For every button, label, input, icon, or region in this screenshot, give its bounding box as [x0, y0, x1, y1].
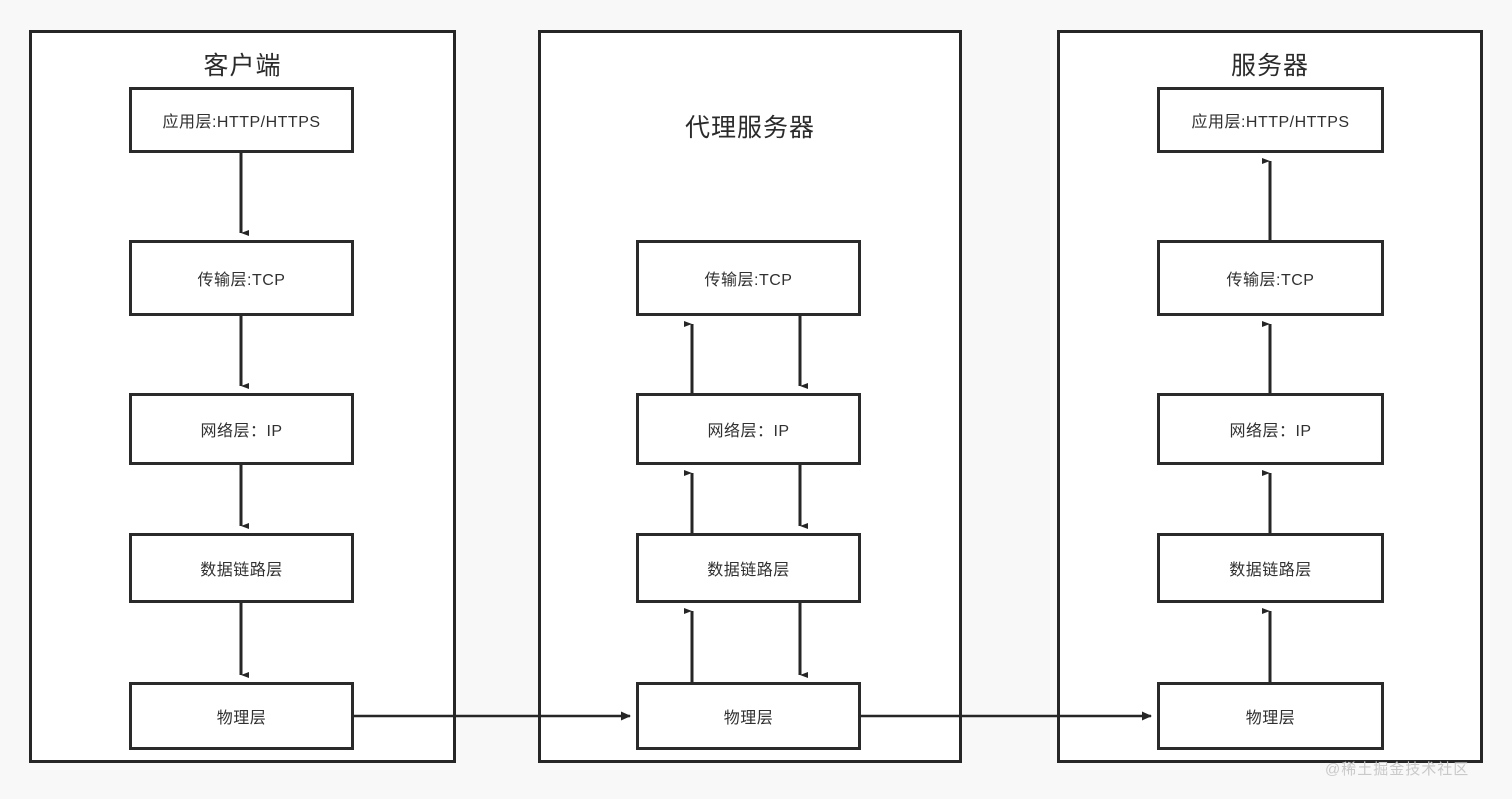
server-layer-application[interactable]: 应用层:HTTP/HTTPS	[1157, 87, 1384, 153]
client-layer-physical-label: 物理层	[216, 710, 267, 727]
client-layer-datalink[interactable]: 数据链路层	[129, 533, 354, 603]
panel-client-title: 客户端	[203, 52, 282, 80]
server-layer-datalink[interactable]: 数据链路层	[1157, 533, 1384, 603]
proxy-layer-datalink-label: 数据链路层	[707, 562, 790, 579]
server-layer-physical-label: 物理层	[1245, 710, 1296, 727]
server-layer-application-label: 应用层:HTTP/HTTPS	[1191, 114, 1350, 131]
proxy-layer-transport-label: 传输层:TCP	[704, 272, 793, 289]
server-layer-physical[interactable]: 物理层	[1157, 682, 1384, 750]
panel-proxy-title: 代理服务器	[684, 114, 815, 142]
client-layer-transport-label: 传输层:TCP	[197, 272, 286, 289]
client-layer-physical[interactable]: 物理层	[129, 682, 354, 750]
client-layer-application[interactable]: 应用层:HTTP/HTTPS	[129, 87, 354, 153]
proxy-layer-datalink[interactable]: 数据链路层	[636, 533, 861, 603]
proxy-layer-physical-label: 物理层	[723, 710, 774, 727]
proxy-layer-physical[interactable]: 物理层	[636, 682, 861, 750]
watermark-label: @稀土掘金技术社区	[1325, 761, 1470, 778]
client-layer-transport[interactable]: 传输层:TCP	[129, 240, 354, 316]
panel-server-title: 服务器	[1230, 52, 1309, 80]
proxy-layer-network[interactable]: 网络层：IP	[636, 393, 861, 465]
server-layer-transport[interactable]: 传输层:TCP	[1157, 240, 1384, 316]
server-layer-transport-label: 传输层:TCP	[1226, 272, 1315, 289]
client-layer-application-label: 应用层:HTTP/HTTPS	[162, 114, 321, 131]
client-layer-network-label: 网络层：IP	[200, 423, 283, 440]
proxy-layer-transport[interactable]: 传输层:TCP	[636, 240, 861, 316]
server-layer-network-label: 网络层：IP	[1229, 423, 1312, 440]
client-layer-network[interactable]: 网络层：IP	[129, 393, 354, 465]
server-layer-network[interactable]: 网络层：IP	[1157, 393, 1384, 465]
proxy-layer-network-label: 网络层：IP	[707, 423, 790, 440]
client-layer-datalink-label: 数据链路层	[200, 562, 283, 579]
server-layer-datalink-label: 数据链路层	[1229, 562, 1312, 579]
